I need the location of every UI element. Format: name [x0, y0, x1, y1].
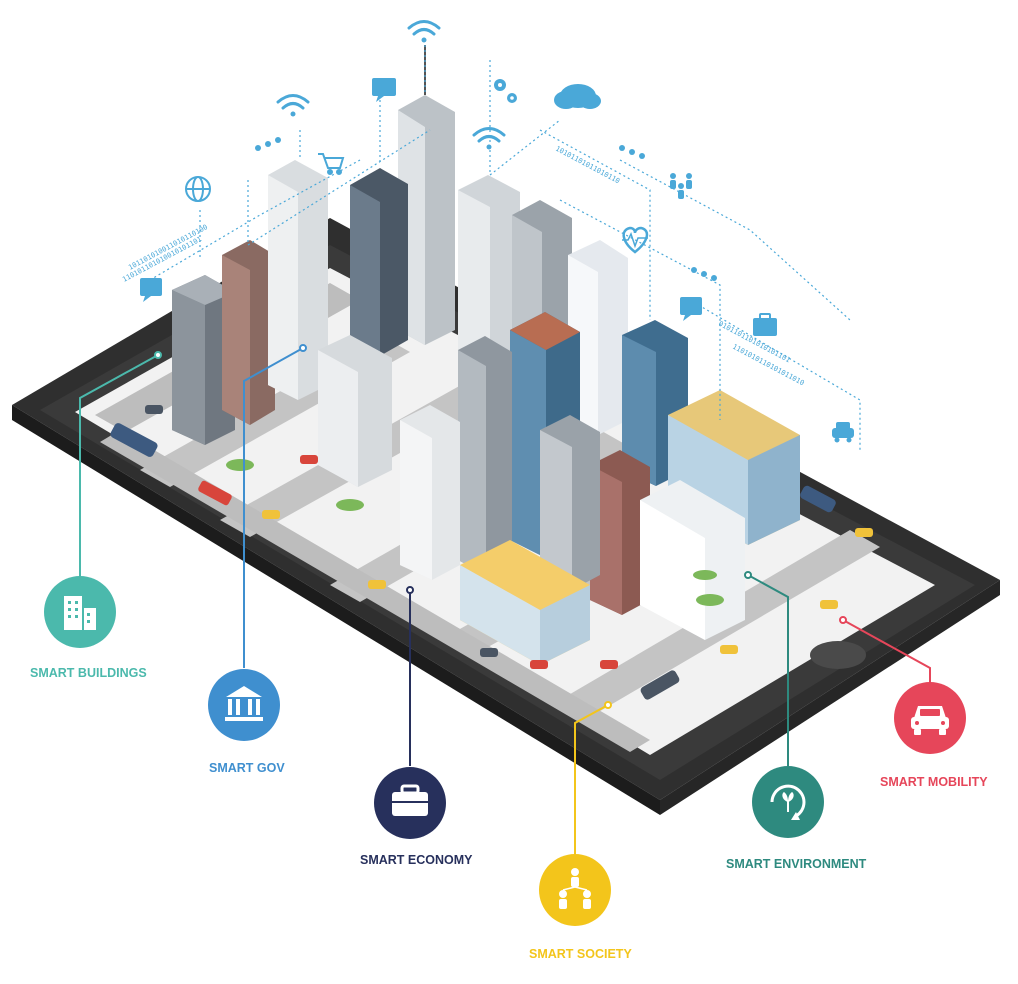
home-button-icon — [810, 641, 866, 669]
vehicles — [110, 405, 873, 700]
label-smart-environment: SMART ENVIRONMENT — [726, 857, 867, 871]
svg-text:10101101011010110: 10101101011010110 — [554, 145, 621, 186]
category-smart-economy — [374, 767, 446, 839]
briefcase-icon — [392, 784, 428, 816]
gears-icon — [494, 79, 517, 103]
building-icon — [64, 596, 96, 630]
trees — [226, 459, 724, 606]
briefcase-icon — [753, 313, 777, 336]
cloud-icon — [554, 84, 601, 109]
floating-icons — [140, 20, 854, 443]
category-smart-environment — [752, 766, 824, 838]
svg-text:110101101010010101101: 110101101010010101101 — [121, 235, 203, 284]
shopping-cart-icon — [318, 153, 345, 175]
car-icon — [832, 422, 854, 443]
people-network-icon — [670, 173, 692, 199]
wifi-icon — [276, 94, 310, 117]
wifi-icon — [407, 20, 441, 43]
connector-gov — [243, 347, 304, 668]
category-smart-buildings — [44, 576, 116, 648]
label-smart-society: SMART SOCIETY — [529, 947, 632, 961]
people-icon — [559, 868, 591, 909]
label-smart-buildings: SMART BUILDINGS — [30, 666, 147, 680]
heart-icon — [622, 226, 649, 254]
connector-lines — [79, 344, 931, 855]
category-smart-society — [539, 854, 611, 926]
eco-cycle-icon — [770, 784, 806, 820]
city-buildings — [172, 45, 800, 665]
category-smart-mobility — [894, 682, 966, 754]
connector-society — [574, 704, 609, 855]
connector-buildings — [79, 354, 159, 578]
connector-mobility — [842, 619, 931, 683]
category-smart-gov — [208, 669, 280, 741]
label-smart-gov: SMART GOV — [209, 761, 285, 775]
chat-bubble-icon — [140, 278, 162, 302]
car-icon — [911, 706, 949, 735]
connector-environment — [747, 574, 789, 770]
dots-icon — [255, 137, 717, 281]
label-smart-economy: SMART ECONOMY — [360, 853, 473, 867]
chat-bubble-icon — [372, 78, 396, 102]
label-smart-mobility: SMART MOBILITY — [880, 775, 988, 789]
chat-bubble-icon — [680, 297, 702, 321]
globe-icon — [185, 176, 211, 202]
wifi-icon — [472, 127, 506, 150]
government-icon — [225, 686, 263, 721]
svg-text:101101010011010110100: 101101010011010110100 — [127, 223, 209, 272]
network-overlay — [149, 45, 861, 450]
